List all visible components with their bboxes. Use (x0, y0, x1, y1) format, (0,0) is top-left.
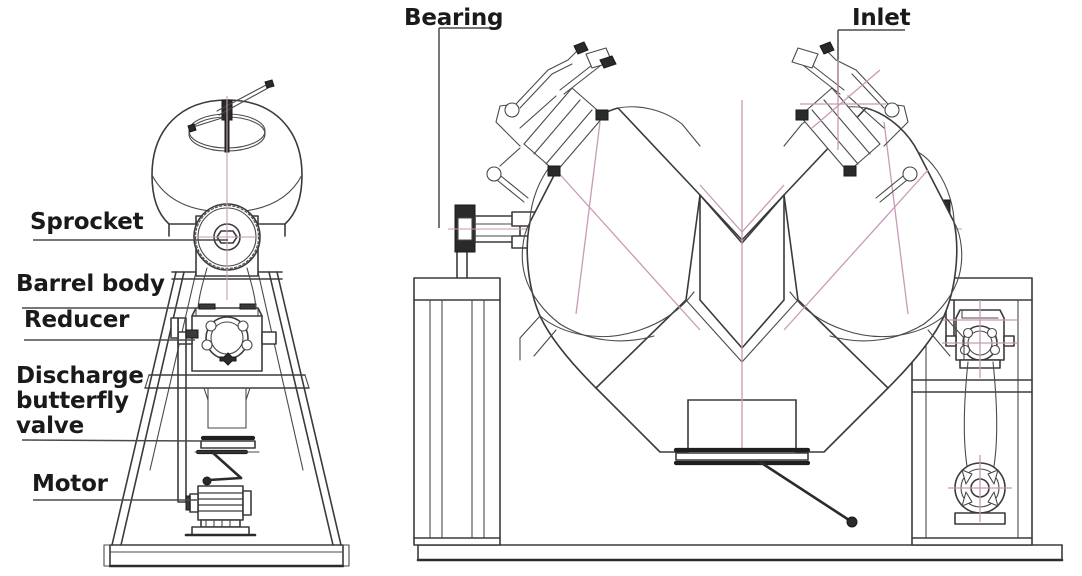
label-motor: Motor (32, 471, 108, 497)
valve-hangers (203, 387, 251, 429)
drive-belt (963, 361, 998, 473)
leader-discharge-valve (21, 439, 204, 442)
motor-unit-side (948, 455, 1012, 525)
inlet-port-right (791, 41, 918, 203)
label-reducer: Reducer (24, 307, 130, 333)
left-arm-bracket (519, 315, 557, 361)
base-frame (416, 544, 1064, 562)
front-view-group (103, 79, 350, 568)
right-arm-bracket (927, 315, 965, 361)
v-vessel-left-arm (521, 106, 701, 389)
motor-unit (184, 485, 257, 537)
label-leader-lines (21, 27, 905, 501)
label-sprocket: Sprocket (30, 209, 144, 235)
base-plate (103, 544, 350, 568)
discharge-butterfly-valve-side (673, 447, 858, 528)
label-barrel-body: Barrel body (16, 271, 165, 297)
label-discharge-line-2: butterfly (16, 387, 129, 414)
label-discharge-line-3: valve (16, 412, 84, 439)
label-discharge-line-1: Discharge (16, 363, 144, 389)
label-discharge-valve: Discharge butterfly valve (16, 364, 144, 438)
side-view-group (413, 41, 1064, 562)
reducer-gearbox (177, 267, 277, 372)
inlet-port-left (486, 41, 617, 203)
label-bearing: Bearing (404, 5, 504, 31)
reducer-gearbox-side (942, 300, 1018, 378)
left-support-column (413, 229, 501, 546)
label-inlet: Inlet (852, 5, 911, 31)
discharge-butterfly-valve (194, 435, 260, 486)
